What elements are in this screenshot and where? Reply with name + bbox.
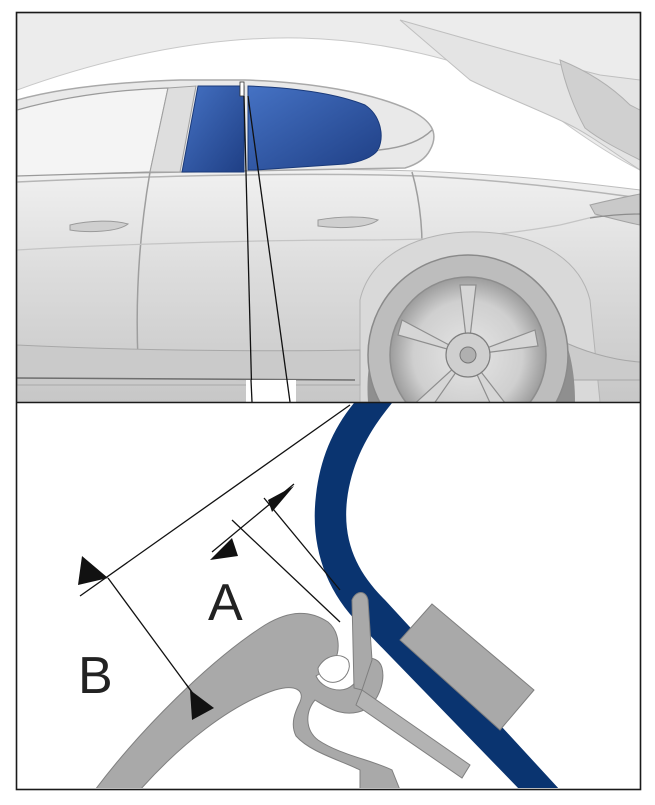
leader-gap <box>246 380 296 402</box>
leader-line-right-end <box>286 379 291 402</box>
character-line <box>17 204 640 251</box>
car-side-view-panel <box>17 13 640 402</box>
car-rear-pillar <box>399 19 640 171</box>
seal-cavity <box>317 655 350 683</box>
dimension-a-extension-lower <box>231 519 341 623</box>
car-rear-window <box>559 59 640 161</box>
leader-line-right <box>247 95 291 402</box>
wheel-center-cap <box>459 346 477 364</box>
leader-line-left <box>243 95 253 402</box>
leader-line-left-end <box>250 379 253 402</box>
rear-door-handle <box>317 216 380 229</box>
seal-flange <box>355 689 471 779</box>
b-pillar <box>149 85 197 173</box>
front-door-rear-edge <box>136 171 151 361</box>
tail-light-line <box>589 213 640 219</box>
dimension-a-arrow-lower <box>210 538 238 560</box>
dimension-a-extension-upper <box>263 497 341 591</box>
quarter-trim <box>377 129 433 151</box>
dimension-b-tick <box>185 683 206 711</box>
seal-lip <box>351 592 373 691</box>
highlighted-glass-front-section <box>181 85 245 173</box>
sill-line <box>17 377 356 381</box>
highlighted-glass-rear-section <box>247 85 382 171</box>
seal-hollow <box>141 687 361 788</box>
dimension-a-arrow-upper <box>268 486 294 512</box>
section-marker <box>239 81 245 97</box>
front-door-handle <box>69 220 130 233</box>
side-skirt <box>17 344 361 386</box>
dimension-b-arrow-top <box>78 556 108 585</box>
beltline <box>17 173 640 199</box>
cross-section-panel: A B <box>17 403 640 788</box>
dimension-b-extension-upper <box>79 404 351 597</box>
label-a: A <box>208 574 243 632</box>
outer-frame <box>15 11 642 791</box>
rear-bumper-lower <box>559 339 640 381</box>
label-b: B <box>78 647 113 705</box>
seal-bracket <box>399 603 535 731</box>
